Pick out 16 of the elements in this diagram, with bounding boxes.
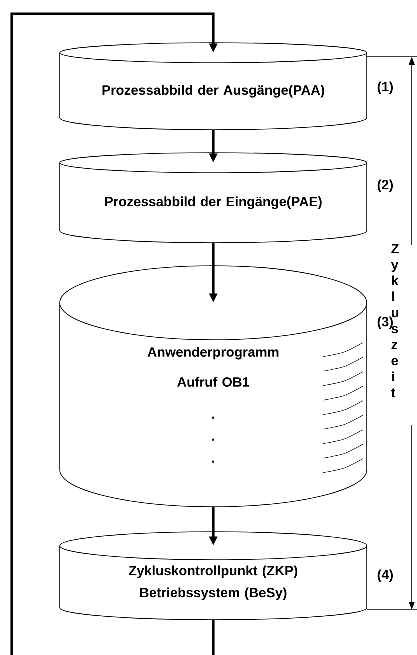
node-label: Zykluskontrollpunkt (ZKP)	[129, 566, 298, 578]
node-label: Prozessabbild der Ausgänge(PAA)	[102, 85, 324, 98]
step-number: (3)	[378, 316, 394, 330]
node-label: Aufruf OB1	[177, 377, 250, 388]
arrow	[10, 12, 218, 655]
cylinder: Zykluskontrollpunkt (ZKP) Betriebssystem (BeSy)	[60, 532, 368, 620]
cylinder: Prozessabbild der Ausgänge(PAA)	[60, 42, 368, 130]
node-label: Anwenderprogramm	[148, 347, 279, 360]
node-label: . . .	[212, 416, 214, 463]
node-label: Prozessabbild der Eingänge(PAE)	[105, 196, 322, 210]
step-number: (1)	[378, 82, 394, 94]
cylinder: Prozessabbild der Eingänge(PAE)	[60, 152, 368, 244]
step-number: (4)	[378, 570, 394, 582]
cylinder: Anwenderprogramm Aufruf OB1 . . .	[60, 266, 368, 508]
node-label: Betriebssystem (BeSy)	[140, 588, 287, 600]
step-number: (2)	[378, 180, 394, 192]
